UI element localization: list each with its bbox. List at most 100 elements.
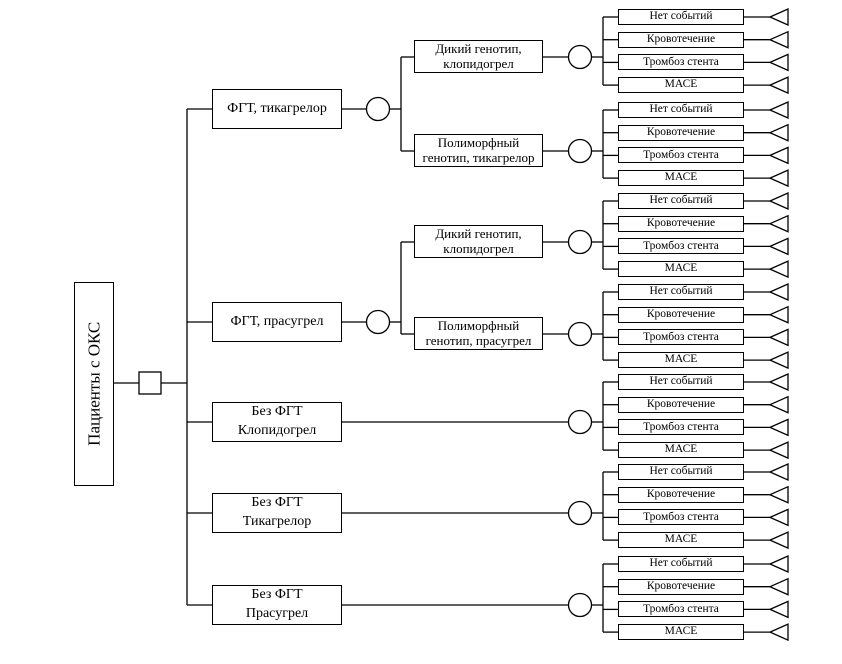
outcome-label: Кровотечение (646, 308, 716, 321)
arm-label-line: Клопидогрел (237, 423, 317, 439)
terminal-node-triangle (768, 237, 789, 256)
outcome-label: МАСЕ (664, 353, 698, 366)
root-node: Пациенты с ОКС (74, 282, 114, 486)
outcome-box: Кровотечение (618, 396, 744, 413)
terminal-node-triangle (768, 282, 789, 302)
terminal-node-triangle (768, 123, 789, 142)
outcome-label: Нет событий (649, 103, 713, 116)
outcome-label: Тромбоз стента (643, 420, 719, 433)
terminal-node-triangle (768, 462, 789, 482)
outcome-label: МАСЕ (664, 262, 698, 275)
chance-node-circle (567, 409, 593, 435)
terminal-node-triangle (768, 100, 789, 120)
outcome-label: Тромбоз стента (643, 148, 719, 161)
outcome-box: МАСЕ (618, 77, 744, 94)
terminal-node-triangle (768, 76, 789, 95)
arm-label-line: Без ФГТ (251, 495, 303, 511)
arm-label: ФГТ, прасугрел (230, 313, 324, 329)
outcome-box: Нет событий (618, 284, 744, 300)
terminal-node-triangle (768, 531, 789, 550)
genotype-label: Дикий генотип, клопидогрел (435, 225, 522, 256)
outcome-box: Нет событий (618, 464, 744, 480)
chance-node-circle (567, 592, 593, 618)
outcome-box: Нет событий (618, 193, 744, 209)
genotype-box: Дикий генотип, клопидогрел (414, 225, 543, 258)
outcome-box: МАСЕ (618, 442, 744, 459)
terminal-node-triangle (768, 485, 789, 504)
terminal-node-triangle (768, 395, 789, 414)
outcome-label: МАСЕ (664, 443, 698, 456)
outcome-box: Тромбоз стента (618, 238, 744, 255)
terminal-node-triangle (768, 600, 789, 619)
outcome-label: Кровотечение (646, 488, 716, 501)
outcome-box: Кровотечение (618, 124, 744, 141)
genotype-label: Полиморфный генотип, прасугрел (425, 317, 532, 348)
terminal-node-triangle (768, 328, 789, 347)
terminal-node-triangle (768, 169, 789, 188)
genotype-box: Полиморфный генотип, прасугрел (414, 317, 543, 350)
outcome-label: Кровотечение (646, 398, 716, 411)
terminal-node-triangle (768, 305, 789, 324)
arm-label-line: Тикагрелор (242, 514, 312, 530)
outcome-label: Тромбоз стента (643, 239, 719, 252)
chance-node-circle (567, 229, 593, 255)
outcome-label: Нет событий (649, 285, 713, 298)
outcome-label: Нет событий (649, 557, 713, 570)
chance-node-circle (567, 321, 593, 347)
outcome-label: Тромбоз стента (643, 330, 719, 343)
chance-node-circle (567, 44, 593, 70)
outcome-label: Кровотечение (646, 33, 716, 46)
outcome-label: Тромбоз стента (643, 55, 719, 68)
outcome-box: Тромбоз стента (618, 509, 744, 526)
terminal-node-triangle (768, 441, 789, 460)
outcome-box: Нет событий (618, 556, 744, 572)
terminal-node-triangle (768, 372, 789, 392)
outcome-label: Нет событий (649, 194, 713, 207)
outcome-label: Кровотечение (646, 580, 716, 593)
genotype-box: Полиморфный генотип, тикагрелор (414, 134, 543, 167)
terminal-node-triangle (768, 623, 789, 642)
outcome-box: МАСЕ (618, 532, 744, 549)
outcome-box: Кровотечение (618, 31, 744, 48)
outcome-label: Кровотечение (646, 217, 716, 230)
genotype-label: Полиморфный генотип, тикагрелор (422, 134, 535, 165)
chance-node-circle (567, 138, 593, 164)
outcome-label: МАСЕ (664, 625, 698, 638)
outcome-label: Тромбоз стента (643, 510, 719, 523)
arm-label-line: Прасугрел (245, 606, 309, 622)
genotype-box: Дикий генотип, клопидогрел (414, 40, 543, 73)
outcome-box: Нет событий (618, 102, 744, 118)
outcome-box: Тромбоз стента (618, 54, 744, 71)
arm-box: Без ФГТ Прасугрел (212, 585, 342, 625)
arm-box: Без ФГТ Клопидогрел (212, 402, 342, 442)
outcome-label: Нет событий (649, 375, 713, 388)
arm-box: ФГТ, прасугрел (212, 302, 342, 342)
outcome-label: Нет событий (649, 465, 713, 478)
chance-node-circle (567, 500, 593, 526)
outcome-box: Тромбоз стента (618, 329, 744, 346)
arm-box: Без ФГТ Тикагрелор (212, 493, 342, 533)
terminal-node-triangle (768, 146, 789, 165)
outcome-label: МАСЕ (664, 78, 698, 91)
outcome-box: Нет событий (618, 374, 744, 390)
outcome-box: Кровотечение (618, 486, 744, 503)
arm-box: ФГТ, тикагрелор (212, 89, 342, 129)
outcome-box: МАСЕ (618, 261, 744, 278)
terminal-node-triangle (768, 30, 789, 49)
root-node-label: Пациенты с ОКС (84, 321, 104, 447)
terminal-node-triangle (768, 351, 789, 370)
chance-node-circle (365, 309, 391, 335)
terminal-node-triangle (768, 53, 789, 72)
terminal-node-triangle (768, 191, 789, 211)
outcome-label: МАСЕ (664, 533, 698, 546)
terminal-node-triangle (768, 7, 789, 27)
chance-node-circle (365, 96, 391, 122)
outcome-box: Кровотечение (618, 306, 744, 323)
outcome-label: Тромбоз стента (643, 602, 719, 615)
outcome-box: Тромбоз стента (618, 419, 744, 436)
outcome-box: Нет событий (618, 9, 744, 25)
outcome-label: Нет событий (649, 10, 713, 23)
terminal-node-triangle (768, 508, 789, 527)
